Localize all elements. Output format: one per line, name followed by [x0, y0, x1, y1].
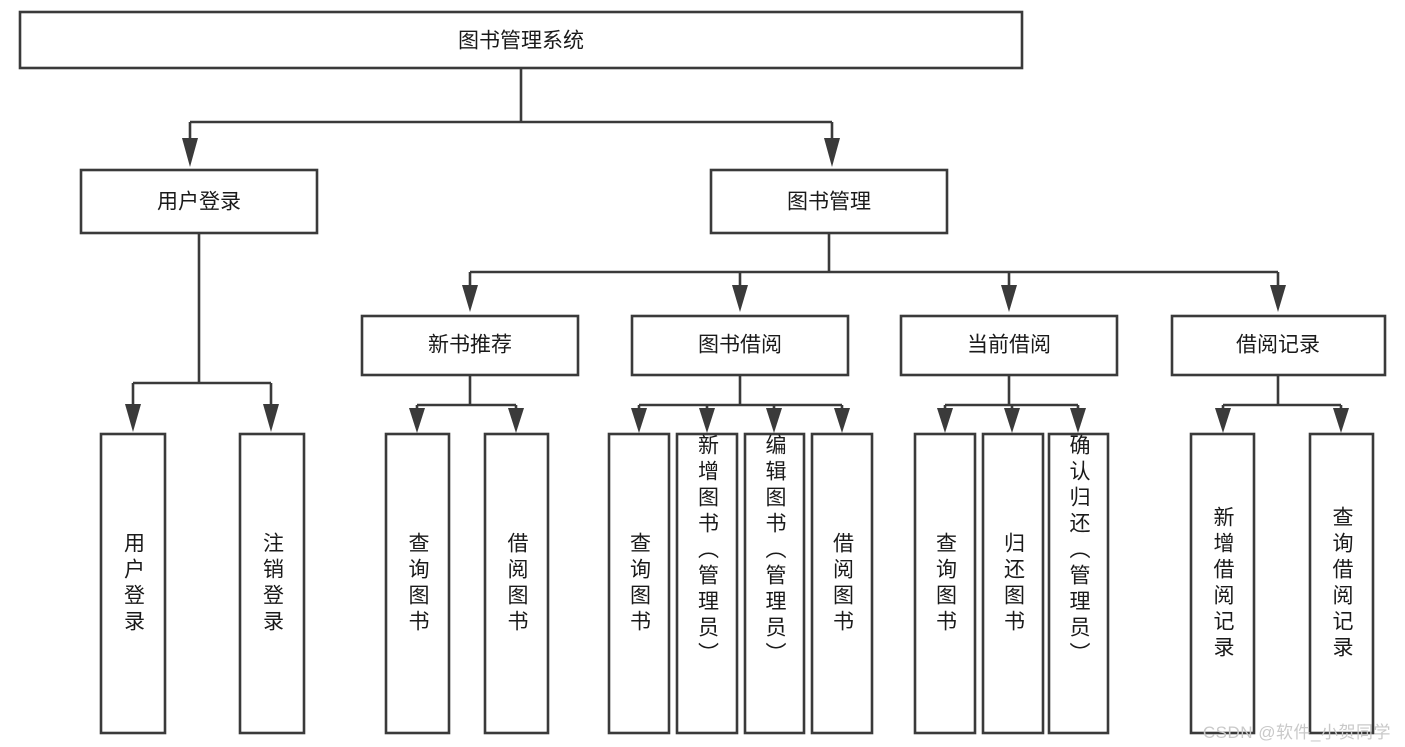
csdn-watermark: CSDN @软件_小贺同学: [1202, 723, 1391, 742]
node-root-box[interactable]: [18, 10, 1024, 70]
arrow-head-icon: [1333, 408, 1349, 433]
connector-current-to-leaves: [937, 375, 1086, 433]
connector-login-to-leaves: [125, 233, 279, 432]
node-leaf7-box[interactable]: [743, 432, 806, 735]
arrow-head-icon: [1270, 285, 1286, 312]
connector-bookmgmt-to-level3: [462, 233, 1286, 312]
arrow-head-icon: [182, 138, 198, 167]
node-newbook-box[interactable]: [360, 314, 580, 377]
node-leaf3-box[interactable]: [384, 432, 451, 735]
node-leaf4-box[interactable]: [483, 432, 550, 735]
node-root[interactable]: 图书管理系统: [18, 10, 1024, 70]
node-leaf10-box[interactable]: [981, 432, 1045, 735]
connector-records-to-leaves: [1215, 375, 1349, 433]
node-leaf5-box[interactable]: [607, 432, 671, 735]
node-current-label: 当前借阅: [967, 334, 1051, 357]
node-leaf2-box[interactable]: [238, 432, 306, 735]
node-leaf6-box[interactable]: [675, 432, 739, 735]
node-leaf11-box[interactable]: [1047, 432, 1110, 735]
arrow-head-icon: [699, 408, 715, 433]
node-current[interactable]: 当前借阅: [899, 314, 1119, 377]
node-leaf8-box[interactable]: [810, 432, 874, 735]
node-leaf1-box[interactable]: [99, 432, 167, 735]
arrow-head-icon: [937, 408, 953, 433]
arrow-head-icon: [125, 404, 141, 432]
arrow-head-icon: [824, 138, 840, 167]
arrow-head-icon: [508, 408, 524, 433]
node-root-label: 图书管理系统: [458, 30, 584, 53]
node-bookmgmt-label: 图书管理: [787, 191, 871, 214]
arrow-head-icon: [766, 408, 782, 433]
arrow-head-icon: [263, 404, 279, 432]
connector-newbook-to-leaves: [409, 375, 524, 433]
arrow-head-icon: [834, 408, 850, 433]
node-newbook-label: 新书推荐: [428, 334, 512, 357]
node-login[interactable]: 用户登录: [79, 168, 319, 235]
arrow-head-icon: [409, 408, 425, 433]
arrow-head-icon: [631, 408, 647, 433]
node-records[interactable]: 借阅记录: [1170, 314, 1387, 377]
node-newbook[interactable]: 新书推荐: [360, 314, 580, 377]
arrow-head-icon: [732, 285, 748, 312]
node-login-label: 用户登录: [157, 191, 241, 214]
connector-root-to-level2: [182, 68, 840, 167]
node-borrow[interactable]: 图书借阅: [630, 314, 850, 377]
arrow-head-icon: [1070, 408, 1086, 433]
node-records-label: 借阅记录: [1236, 334, 1320, 357]
node-leaf13-box[interactable]: [1308, 432, 1375, 735]
arrow-head-icon: [1004, 408, 1020, 433]
connector-borrow-to-leaves: [631, 375, 850, 433]
node-borrow-label: 图书借阅: [698, 334, 782, 357]
arrow-head-icon: [1215, 408, 1231, 433]
node-leaf12-box[interactable]: [1189, 432, 1256, 735]
node-bookmgmt[interactable]: 图书管理: [709, 168, 949, 235]
arrow-head-icon: [1001, 285, 1017, 312]
node-current-box[interactable]: [899, 314, 1119, 377]
node-leaf9-box[interactable]: [913, 432, 977, 735]
node-login-box[interactable]: [79, 168, 319, 235]
arrow-head-icon: [462, 285, 478, 312]
